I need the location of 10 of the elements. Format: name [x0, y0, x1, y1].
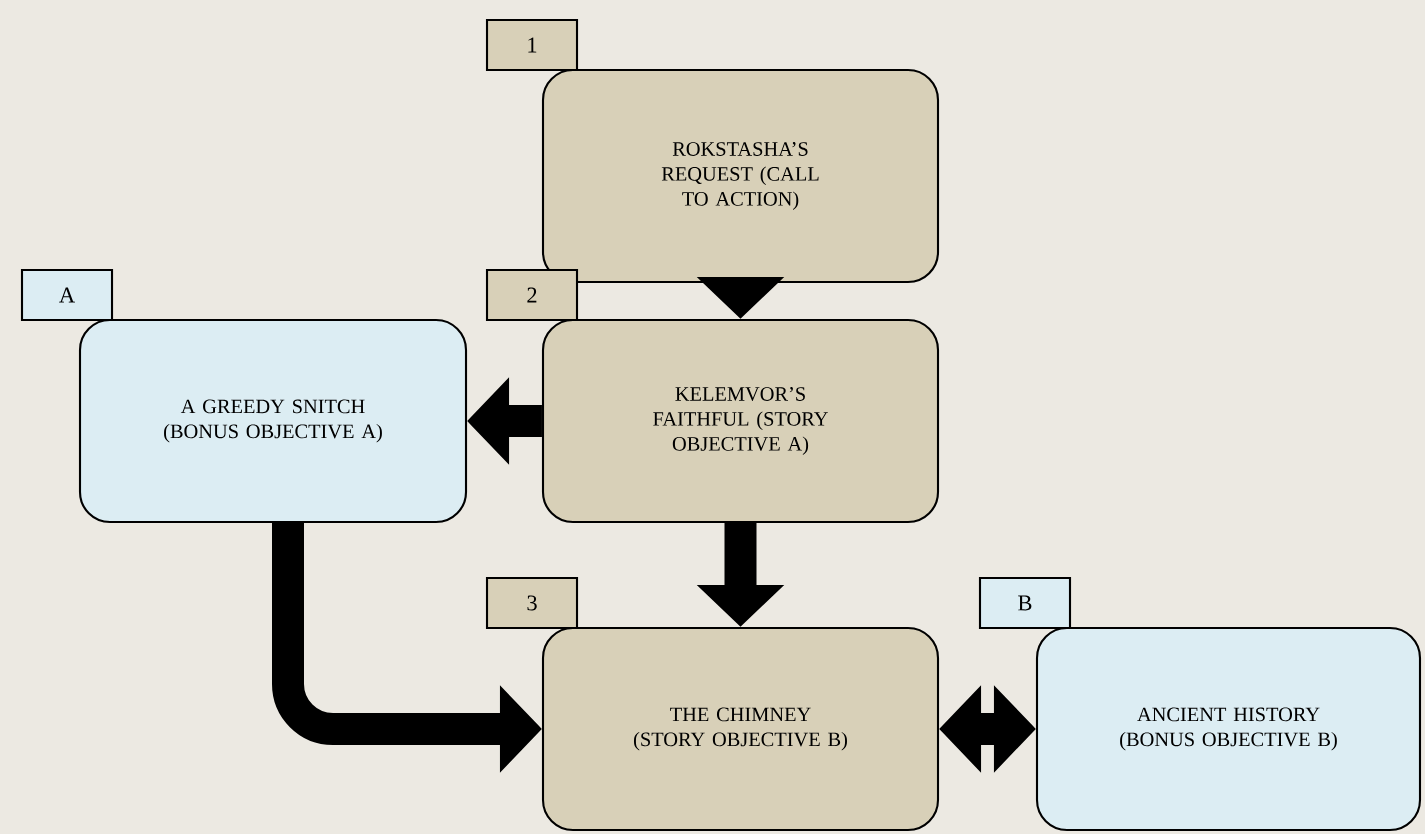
step-tab: 1	[485, 18, 579, 72]
bonus-box: A GREEDY SNITCH (BONUS OBJECTIVE A)	[78, 318, 468, 524]
bonus-box: ANCIENT HISTORY (BONUS OBJECTIVE B)	[1035, 626, 1422, 832]
step-tab: 3	[485, 576, 579, 630]
step-tab: B	[978, 576, 1072, 630]
step-tab: 2	[485, 268, 579, 322]
story-box: THE CHIMNEY (STORY OBJECTIVE B)	[541, 626, 940, 832]
step-tab: A	[20, 268, 114, 322]
story-box: KELEMVOR’S FAITHFUL (STORY OBJECTIVE A)	[541, 318, 940, 524]
story-box: ROKSTASHA’S REQUEST (CALL TO ACTION)	[541, 68, 940, 284]
